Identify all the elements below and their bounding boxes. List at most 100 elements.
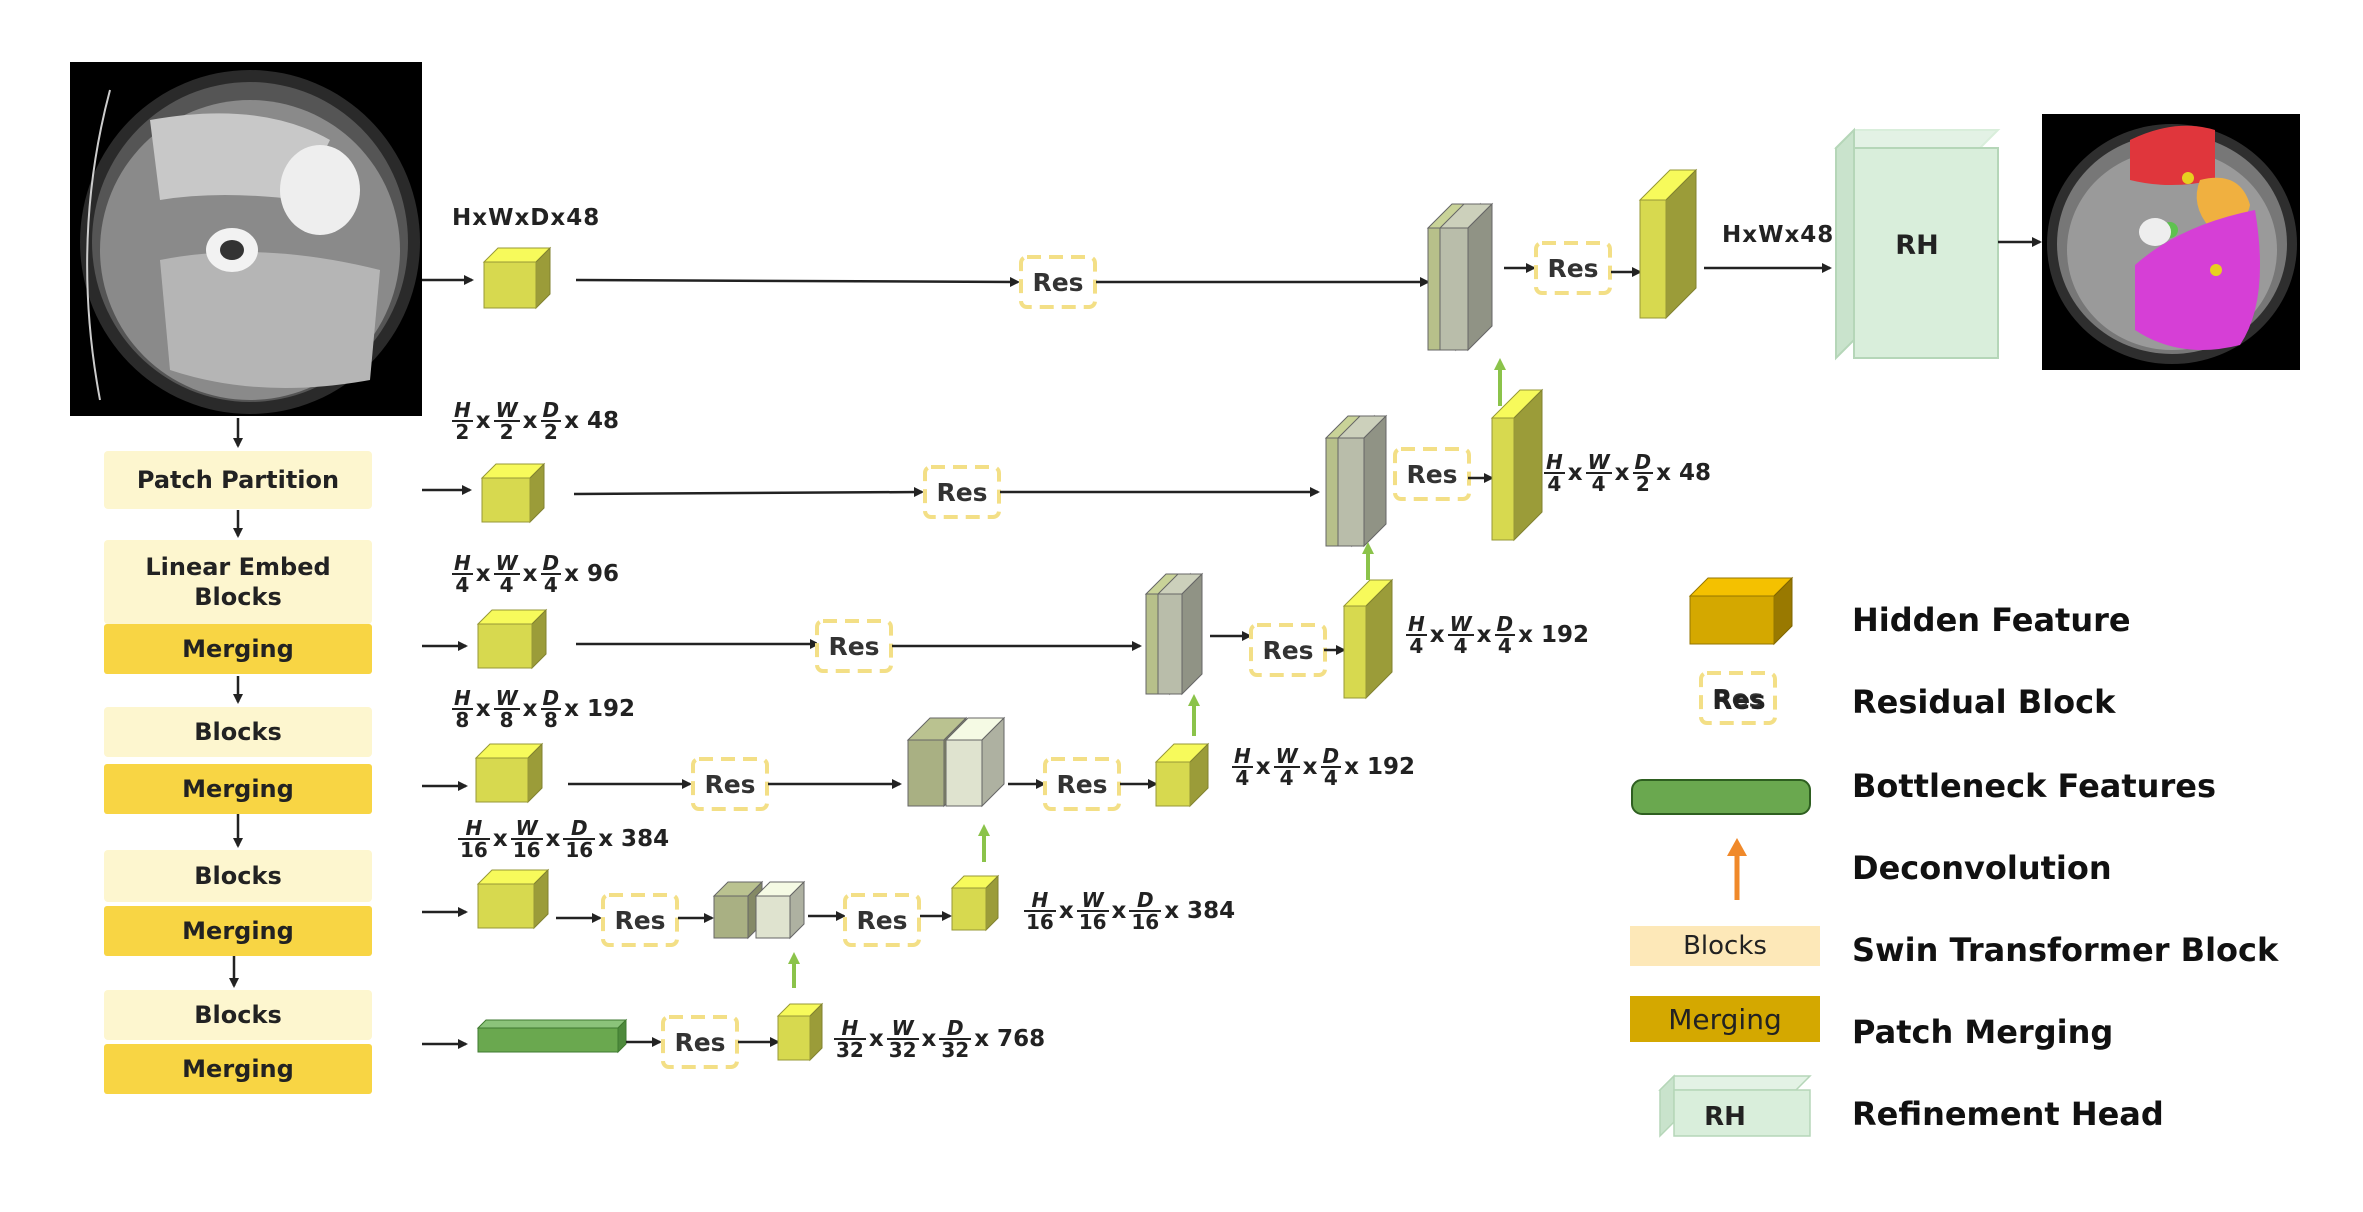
linear-embed-label: Linear Embed Blocks (145, 553, 331, 611)
res-box (661, 1015, 739, 1069)
res-box (815, 619, 893, 673)
feature-cube-stage4 (474, 742, 544, 804)
plate-side (1181, 572, 1203, 696)
res-text: Res (1056, 770, 1107, 799)
cube-front (477, 883, 535, 929)
frac-num: H (452, 551, 473, 575)
res-block-dec1: Res (1534, 241, 1612, 295)
frac-den: 4 (1235, 766, 1250, 790)
dim-tail: x 384 (598, 826, 670, 852)
res-block-stage5: Res (601, 893, 679, 947)
res-box (1393, 447, 1471, 501)
frac-den: 4 (1279, 766, 1294, 790)
legend-blocks-text: Blocks (1683, 931, 1767, 961)
frac-den: 16 (512, 838, 541, 862)
patch-partition-block: Patch Partition (104, 451, 372, 509)
feature-cube-bottleneck (776, 1002, 824, 1062)
feature-plate-dec2 (1490, 388, 1544, 542)
res-block-stage2: Res (923, 465, 1001, 519)
decoder-concat-4 (906, 716, 1006, 808)
frac-num: W (493, 551, 520, 575)
legend-refinement: Refinement Head (1852, 1095, 2164, 1133)
res-text: Res (614, 906, 665, 935)
frac-den: 4 (1591, 472, 1606, 496)
feature-cube-stage1 (482, 246, 552, 310)
frac-den: 32 (836, 1038, 864, 1062)
rh-front (1853, 147, 1999, 359)
frac-den: 8 (499, 708, 514, 732)
blocks-block-3: Blocks (104, 850, 372, 902)
dim-tail: x 192 (1344, 754, 1415, 780)
legend-bottleneck: Bottleneck Features (1852, 767, 2216, 805)
merging-block-3: Merging (104, 906, 372, 956)
blocks-label: Blocks (194, 718, 282, 746)
cube-front (951, 887, 987, 931)
res-box (1019, 255, 1097, 309)
legend-residual-block: Residual Block (1852, 683, 2116, 721)
blocks-label: Blocks (194, 862, 282, 890)
res-text: Res (1406, 460, 1457, 489)
plate-side (1467, 202, 1493, 352)
dim-full-48: HxWxDx48 (452, 205, 601, 231)
frac-num: H (1024, 890, 1056, 912)
res-text: Res (1547, 254, 1598, 283)
merging-block-1: Merging (104, 624, 372, 674)
res-box (601, 893, 679, 947)
bottleneck-feature (476, 1018, 628, 1054)
feature-cube-stage5 (476, 868, 550, 930)
feature-cube-stage3 (476, 608, 548, 670)
frac-den: 4 (1409, 634, 1424, 658)
legend-deconv-head (1727, 838, 1747, 856)
cube-front (1155, 761, 1191, 807)
dim-tail: x 384 (1164, 898, 1236, 924)
feature-cube-stage2 (480, 462, 546, 524)
frac-den: 2 (499, 420, 514, 444)
frac-num: H (458, 818, 490, 840)
res-block-stage1: Res (1019, 255, 1097, 309)
frac-den: 16 (1026, 910, 1054, 934)
decoder-concat-2 (1324, 414, 1388, 548)
dim-tail: x 48 (1656, 460, 1711, 486)
cube-front (1689, 595, 1775, 645)
frac-den: 4 (1547, 472, 1562, 496)
bottleneck-top (476, 1019, 628, 1029)
frac-num: D (540, 398, 562, 422)
merging-label: Merging (182, 1055, 294, 1083)
merging-label: Merging (182, 635, 294, 663)
res-block-stage3: Res (815, 619, 893, 673)
dim-tail: x 48 (564, 408, 619, 434)
frac-num: W (493, 686, 520, 710)
merging-block-4: Merging (104, 1044, 372, 1094)
res-box (1043, 757, 1121, 811)
res-box (691, 757, 769, 811)
res-box (1699, 671, 1777, 725)
frac-den: 4 (1323, 766, 1338, 790)
dim-tail: x 96 (564, 561, 619, 587)
legend-deconvolution: Deconvolution (1852, 849, 2112, 887)
frac-num: H (452, 398, 473, 422)
merging-block-2: Merging (104, 764, 372, 814)
bottleneck-front (477, 1027, 619, 1053)
feature-plate-dec3 (1342, 578, 1394, 700)
blocks-label: Blocks (194, 1001, 282, 1029)
arrow-stage1-res (575, 276, 1020, 287)
frac-num: D (1494, 612, 1516, 636)
res-box (1534, 241, 1612, 295)
legend-swin: Swin Transformer Block (1852, 931, 2279, 969)
